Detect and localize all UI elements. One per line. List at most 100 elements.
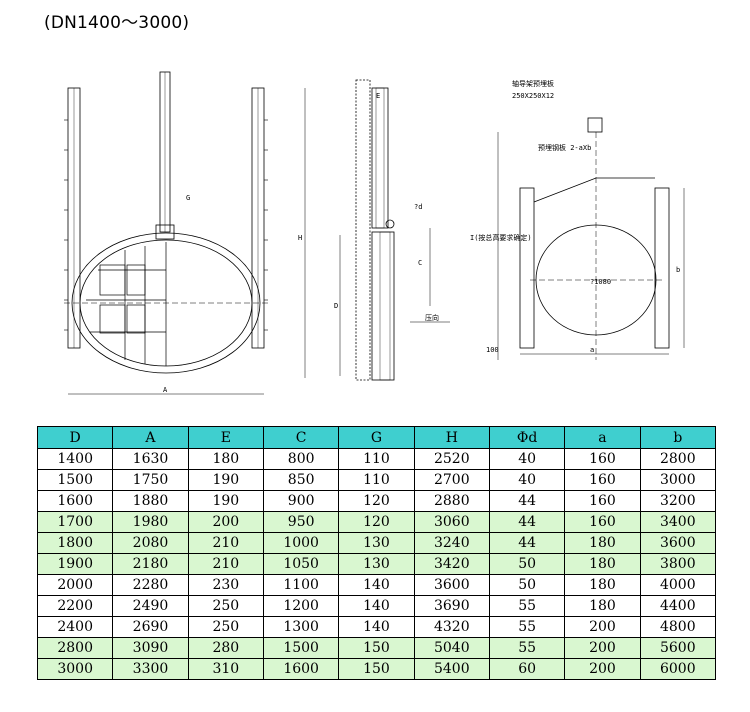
table-cell: 180 bbox=[187, 448, 264, 470]
table-cell: 250 bbox=[187, 595, 264, 617]
header-g: G bbox=[338, 426, 415, 449]
header-phi-d: Φd bbox=[488, 426, 566, 449]
vertical-height-label: I(按总高要求确定) bbox=[470, 233, 532, 242]
table-cell: 44 bbox=[488, 490, 566, 512]
phi-d-label: ?d bbox=[414, 203, 422, 211]
dim-d-label: D bbox=[334, 302, 338, 310]
table-cell: 160 bbox=[564, 469, 641, 491]
table-cell: 200 bbox=[564, 658, 641, 680]
table-cell: 2800 bbox=[639, 448, 717, 470]
table-cell: 3000 bbox=[639, 469, 717, 491]
table-cell: 60 bbox=[488, 658, 566, 680]
table-cell: 4000 bbox=[639, 574, 717, 596]
table-cell: 280 bbox=[187, 637, 264, 659]
table-cell: 120 bbox=[338, 511, 415, 533]
table-cell: 2200 bbox=[36, 595, 114, 617]
dim-b-label: b bbox=[676, 266, 680, 274]
page-title: (DN1400～3000) bbox=[44, 13, 190, 33]
table-cell: 230 bbox=[187, 574, 264, 596]
table-cell: 130 bbox=[338, 553, 415, 575]
table-cell: 55 bbox=[488, 637, 566, 659]
dim-g-label: G bbox=[186, 194, 190, 202]
table-cell: 3060 bbox=[413, 511, 490, 533]
table-cell: 150 bbox=[338, 658, 415, 680]
table-cell: 5400 bbox=[413, 658, 490, 680]
table-cell: 900 bbox=[262, 490, 340, 512]
table-cell: 2690 bbox=[112, 616, 189, 638]
table-cell: 2800 bbox=[36, 637, 114, 659]
table-cell: 40 bbox=[488, 448, 566, 470]
table-cell: 1630 bbox=[112, 448, 189, 470]
table-cell: 2490 bbox=[112, 595, 189, 617]
table-cell: 160 bbox=[564, 490, 641, 512]
table-header-row: D A E C G H Φd a b bbox=[36, 426, 717, 449]
table-cell: 2280 bbox=[112, 574, 189, 596]
table-cell: 1500 bbox=[36, 469, 114, 491]
technical-drawing: H G A E ?d D C 压向 轴导架预埋板 bbox=[0, 60, 750, 410]
table-cell: 3600 bbox=[413, 574, 490, 596]
dim-e-label: E bbox=[376, 92, 380, 100]
table-cell: 50 bbox=[488, 574, 566, 596]
table-cell: 3690 bbox=[413, 595, 490, 617]
dim-h-label: H bbox=[298, 234, 302, 242]
table-cell: 200 bbox=[187, 511, 264, 533]
table-cell: 55 bbox=[488, 616, 566, 638]
header-h: H bbox=[413, 426, 490, 449]
table-cell: 1700 bbox=[36, 511, 114, 533]
table-cell: 250 bbox=[187, 616, 264, 638]
table-cell: 120 bbox=[338, 490, 415, 512]
header-a: A bbox=[112, 426, 189, 449]
table-cell: 40 bbox=[488, 469, 566, 491]
table-cell: 140 bbox=[338, 595, 415, 617]
table-cell: 1400 bbox=[36, 448, 114, 470]
table-cell: 200 bbox=[564, 616, 641, 638]
dim-a-label: A bbox=[163, 386, 168, 394]
table-cell: 2700 bbox=[413, 469, 490, 491]
table-cell: 180 bbox=[564, 574, 641, 596]
header-a-lower: a bbox=[564, 426, 641, 449]
table-cell: 1050 bbox=[262, 553, 340, 575]
table-cell: 1800 bbox=[36, 532, 114, 554]
table-cell: 1750 bbox=[112, 469, 189, 491]
table-cell: 3000 bbox=[36, 658, 114, 680]
table-cell: 950 bbox=[262, 511, 340, 533]
dim-c-label: C bbox=[418, 259, 422, 267]
table-cell: 1600 bbox=[36, 490, 114, 512]
table-cell: 44 bbox=[488, 532, 566, 554]
header-d: D bbox=[36, 426, 114, 449]
table-cell: 1200 bbox=[262, 595, 340, 617]
plan-view: 轴导架预埋板 250X250X12 预埋钢板 2-aXb ?1080 I(按总高… bbox=[470, 79, 685, 360]
table-cell: 4400 bbox=[639, 595, 717, 617]
table-cell: 180 bbox=[564, 595, 641, 617]
table-cell: 200 bbox=[564, 637, 641, 659]
table-cell: 5600 bbox=[639, 637, 717, 659]
table-cell: 160 bbox=[564, 448, 641, 470]
diameter-label: ?1080 bbox=[590, 278, 611, 286]
table-cell: 210 bbox=[187, 553, 264, 575]
table-cell: 1880 bbox=[112, 490, 189, 512]
header-e: E bbox=[187, 426, 264, 449]
table-cell: 180 bbox=[564, 553, 641, 575]
table-cell: 2880 bbox=[413, 490, 490, 512]
table-cell: 2080 bbox=[112, 532, 189, 554]
table-cell: 2180 bbox=[112, 553, 189, 575]
table-cell: 5040 bbox=[413, 637, 490, 659]
header-b: b bbox=[639, 426, 717, 449]
table-cell: 190 bbox=[187, 469, 264, 491]
table-cell: 44 bbox=[488, 511, 566, 533]
table-cell: 3600 bbox=[639, 532, 717, 554]
front-view: H G A bbox=[64, 71, 306, 395]
table-cell: 1900 bbox=[36, 553, 114, 575]
dim-a-plan-label: a bbox=[590, 346, 594, 354]
